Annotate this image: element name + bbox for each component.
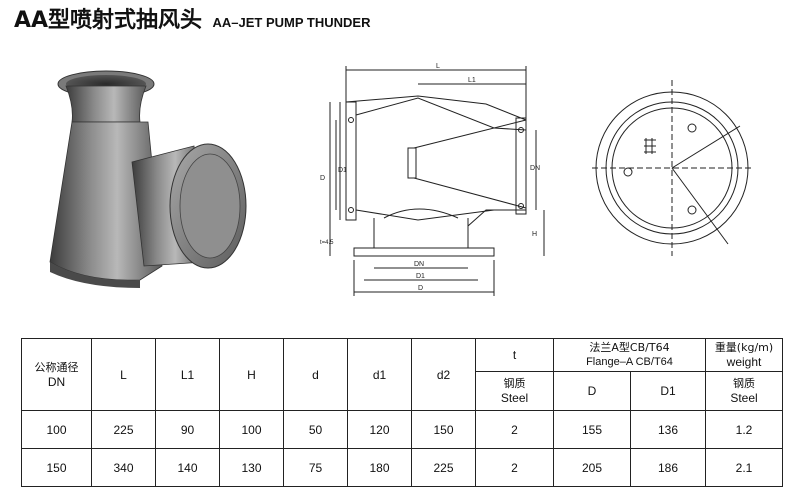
header-L1: L1 [155, 338, 220, 411]
cell-H: 100 [219, 410, 284, 449]
header-flange-en: Flange–A CB/T64 [586, 356, 673, 368]
header-t-material-cn: 钢质 [503, 377, 526, 390]
cell-d1: 120 [347, 410, 412, 449]
label-H: H [532, 231, 537, 238]
cell-t: 2 [475, 448, 554, 487]
header-d: d [283, 338, 348, 411]
header-dn: 公称通径 DN [21, 338, 92, 411]
header-H: H [219, 338, 284, 411]
header-weight: 重量(kg/m) weight [705, 338, 783, 372]
label-L: L [436, 63, 440, 70]
header-weight-material-cn: 钢质 [733, 377, 755, 390]
header-weight-material: 钢质 Steel [705, 371, 783, 411]
cell-d2: 150 [411, 410, 476, 449]
cell-dn: 100 [21, 410, 92, 449]
header-t-material-en: Steel [500, 391, 529, 405]
label-D-bottom: D [418, 285, 423, 292]
header-weight-en: weight [726, 355, 762, 369]
cell-L: 225 [91, 410, 156, 449]
cell-L: 340 [91, 448, 156, 487]
cell-t: 2 [475, 410, 554, 449]
cell-H: 130 [219, 448, 284, 487]
label-D1-left: D1 [338, 167, 347, 174]
header-flange: 法兰A型CB/T64 Flange–A CB/T64 [553, 338, 706, 372]
header-L: L [91, 338, 156, 411]
header-t: t [475, 338, 554, 372]
header-D1: D1 [630, 371, 706, 411]
cell-d: 75 [283, 448, 348, 487]
page-title: AA型喷射式抽风头 AA–JET PUMP THUNDER [14, 2, 370, 34]
label-D1-bottom: D1 [416, 273, 425, 280]
label-DN-bottom: DN [414, 261, 424, 268]
header-t-material: 钢质 Steel [475, 371, 554, 411]
header-weight-material-en: Steel [730, 391, 758, 405]
header-dn-cn: 公称通径 [34, 360, 79, 374]
product-photo [49, 70, 247, 288]
cell-d2: 225 [411, 448, 476, 487]
cell-D1: 136 [630, 410, 706, 449]
side-view-drawing: L L1 D D1 DN H DN D1 D t=4.5 [320, 63, 545, 296]
label-D-left: D [320, 175, 325, 182]
cell-weight: 2.1 [705, 448, 783, 487]
label-L1: L1 [468, 77, 476, 84]
header-flange-cn: 法兰A型CB/T64 [589, 341, 670, 354]
header-D: D [553, 371, 631, 411]
cell-dn: 150 [21, 448, 92, 487]
spec-table: 公称通径 DN L L1 H d d1 d2 t 法兰A型CB/T64 Flan… [21, 338, 783, 487]
cell-D1: 186 [630, 448, 706, 487]
cell-L1: 140 [155, 448, 220, 487]
cell-weight: 1.2 [705, 410, 783, 449]
table-row: 150 340 140 130 75 180 225 2 205 186 2.1 [21, 448, 783, 487]
label-DN-right: DN [530, 165, 540, 172]
header-dn-en: DN [47, 374, 66, 389]
title-english: AA–JET PUMP THUNDER [212, 15, 371, 30]
header-d2: d2 [411, 338, 476, 411]
cell-D: 155 [553, 410, 631, 449]
cell-D: 205 [553, 448, 631, 487]
end-view-drawing [592, 80, 752, 256]
cell-d1: 180 [347, 448, 412, 487]
header-weight-cn: 重量(kg/m) [714, 341, 774, 354]
cell-d: 50 [283, 410, 348, 449]
title-chinese: AA型喷射式抽风头 [14, 8, 203, 33]
label-t: t=4.5 [320, 240, 334, 246]
header-d1: d1 [347, 338, 412, 411]
table-row: 100 225 90 100 50 120 150 2 155 136 1.2 [21, 410, 783, 449]
cell-L1: 90 [155, 410, 220, 449]
